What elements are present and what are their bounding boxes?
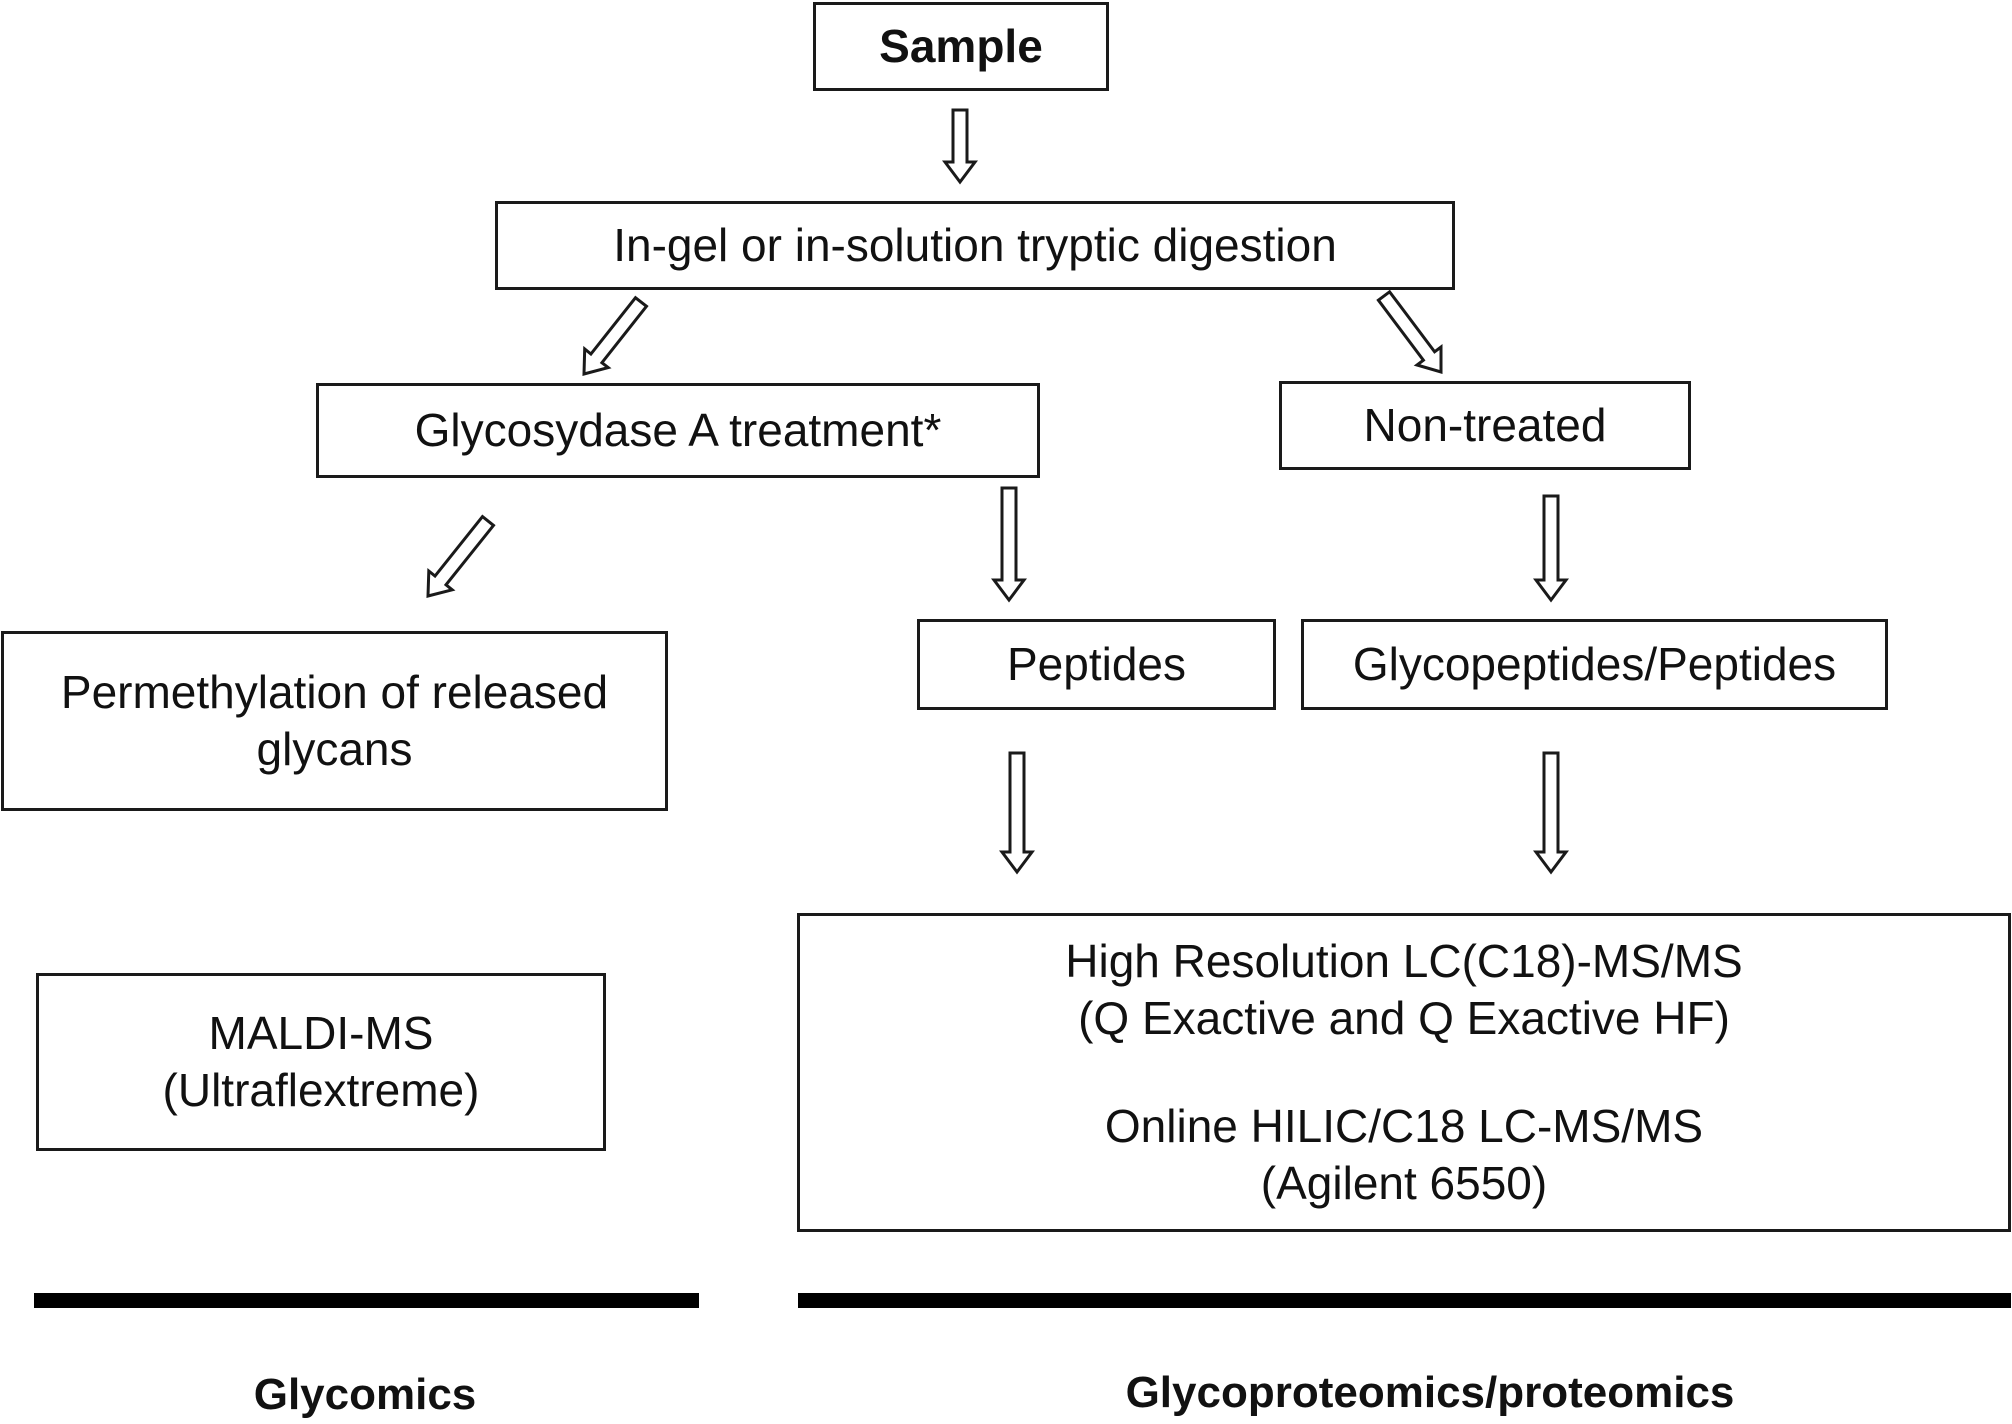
permethylation-box: Permethylation of released glycans bbox=[1, 631, 668, 811]
maldi-label-line2: (Ultraflextreme) bbox=[162, 1064, 480, 1116]
glycosydase-box: Glycosydase A treatment* bbox=[316, 383, 1040, 478]
arrow-peptides-to-lcms bbox=[999, 751, 1035, 875]
maldi-box: MALDI-MS (Ultraflextreme) bbox=[36, 973, 606, 1151]
arrow-sample-to-digestion bbox=[942, 108, 978, 185]
peptides-label: Peptides bbox=[1006, 637, 1186, 690]
non-treated-box: Non-treated bbox=[1279, 381, 1691, 470]
permethylation-label-line1: Permethylation of released bbox=[60, 665, 609, 718]
glycomics-bar bbox=[34, 1293, 699, 1308]
arrow-digestion-to-glycosydase bbox=[582, 295, 649, 376]
arrow-glycosydase-to-peptides bbox=[991, 486, 1027, 603]
lcms-label-line3: Online HILIC/C18 LC-MS/MS bbox=[1104, 1099, 1704, 1152]
lcms-box: High Resolution LC(C18)-MS/MS (Q Exactiv… bbox=[797, 913, 2011, 1232]
digestion-label: In-gel or in-solution tryptic digestion bbox=[613, 218, 1337, 271]
sample-box: Sample bbox=[813, 2, 1109, 91]
arrow-digestion-to-non-treated bbox=[1376, 289, 1443, 374]
glycosydase-label: Glycosydase A treatment* bbox=[414, 403, 942, 456]
non-treated-label: Non-treated bbox=[1363, 398, 1607, 451]
glycomics-label: Glycomics bbox=[253, 1370, 477, 1419]
sample-label: Sample bbox=[879, 19, 1043, 72]
glycopeptides-box: Glycopeptides/Peptides bbox=[1301, 619, 1888, 710]
lcms-label-line2: (Q Exactive and Q Exactive HF) bbox=[1078, 992, 1730, 1044]
digestion-box: In-gel or in-solution tryptic digestion bbox=[495, 201, 1455, 290]
glycoproteomics-label: Glycoproteomics/proteomics bbox=[1125, 1368, 1735, 1417]
glycopeptides-label: Glycopeptides/Peptides bbox=[1352, 637, 1837, 690]
lcms-label-line1: High Resolution LC(C18)-MS/MS bbox=[1065, 934, 1743, 987]
maldi-label-line1: MALDI-MS bbox=[208, 1006, 434, 1059]
lcms-label-line4: (Agilent 6550) bbox=[1260, 1157, 1548, 1209]
arrow-non-treated-to-glycopeptides bbox=[1533, 494, 1569, 603]
arrow-glycosydase-to-permethylation bbox=[426, 514, 496, 598]
glycoproteomics-bar bbox=[798, 1293, 2011, 1308]
permethylation-label-line2: glycans bbox=[256, 723, 413, 775]
arrow-glycopeptides-to-lcms bbox=[1533, 751, 1569, 875]
peptides-box: Peptides bbox=[917, 619, 1276, 710]
